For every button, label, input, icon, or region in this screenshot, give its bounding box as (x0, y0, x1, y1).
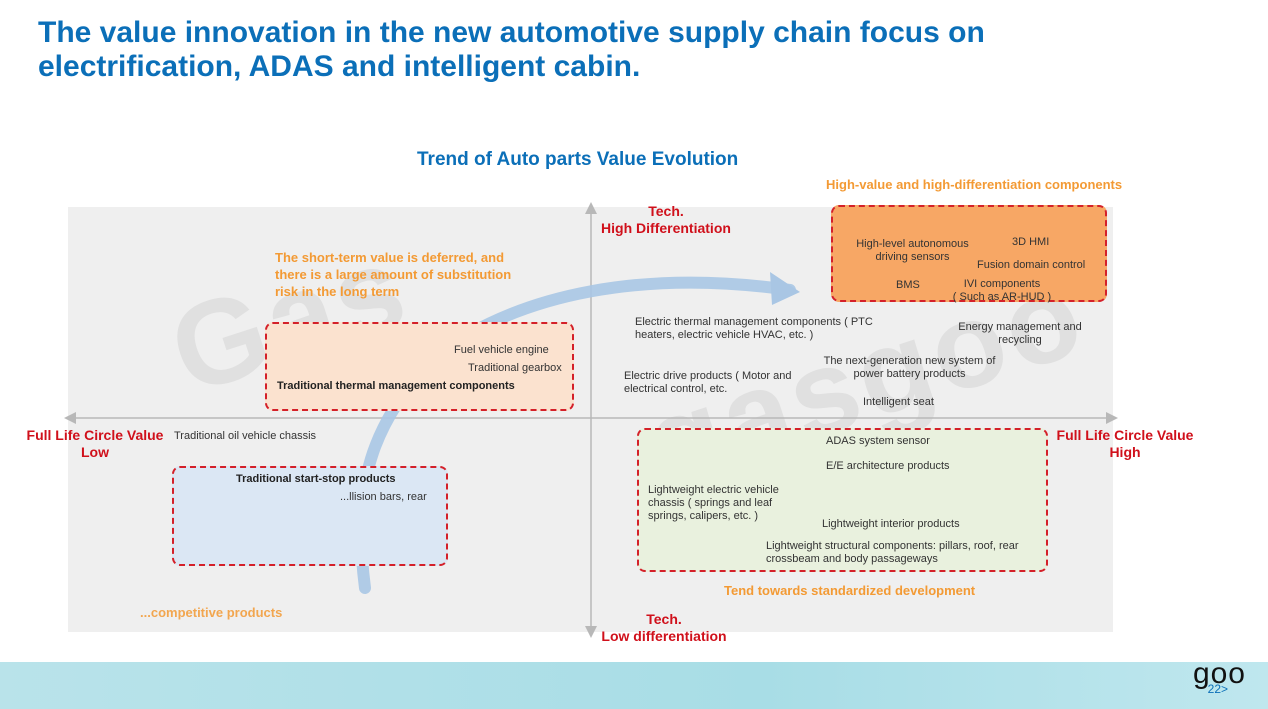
item-power-battery: The next-generation new system of power … (823, 355, 996, 380)
item-fusion-domain-control: Fusion domain control (977, 259, 1086, 271)
item-intelligent-seat: Intelligent seat (863, 396, 934, 408)
axis-label-bottom: Tech. Low differentiation (601, 611, 727, 644)
note-competitive-products: ...competitive products (140, 605, 283, 620)
item-ivi-components: IVI components ( Such as AR-HUD ) (952, 278, 1052, 303)
axis-label-left: Full Life Circle Value Low (26, 427, 164, 460)
item-3d-hmi: 3D HMI (1012, 236, 1050, 248)
slide-title: The value innovation in the new automoti… (38, 16, 985, 83)
item-traditional-gearbox: Traditional gearbox (468, 362, 562, 374)
item-ee-architecture: E/E architecture products (826, 460, 950, 472)
gasgoo-logo: goo (1192, 657, 1246, 690)
item-energy-management: Energy management and recycling (958, 321, 1082, 346)
item-oil-vehicle-chassis: Traditional oil vehicle chassis (174, 430, 317, 442)
item-autonomous-sensors: High-level autonomous driving sensors (856, 238, 969, 263)
high-value-box (831, 205, 1107, 302)
page-number: 22> (1207, 682, 1228, 696)
standardized-box (637, 428, 1048, 572)
value-migration-arrowhead (770, 272, 800, 305)
axis-label-top: Tech. High Differentiation (601, 203, 731, 236)
item-start-stop: Traditional start-stop products (236, 473, 396, 485)
note-high-value: High-value and high-differentiation comp… (826, 177, 1123, 192)
note-standardized: Tend towards standardized development (724, 583, 976, 598)
item-lightweight-interior: Lightweight interior products (822, 518, 960, 530)
item-collision-bars: ...llision bars, rear (340, 491, 427, 503)
item-lightweight-chassis: Lightweight electric vehicle chassis ( s… (648, 484, 779, 522)
item-lightweight-structural: Lightweight structural components: pilla… (766, 540, 1019, 565)
item-electric-drive: Electric drive products ( Motor and elec… (624, 370, 792, 395)
item-thermal-management: Traditional thermal management component… (277, 380, 515, 392)
item-fuel-engine: Fuel vehicle engine (454, 344, 549, 356)
item-electric-thermal: Electric thermal management components (… (635, 316, 873, 341)
footer-band (0, 662, 1268, 709)
traditional-components-box (265, 322, 574, 411)
note-short-term-value: The short-term value is deferred, and th… (275, 250, 512, 299)
item-adas-sensor: ADAS system sensor (826, 435, 930, 447)
chart-title: Trend of Auto parts Value Evolution (417, 149, 739, 170)
item-bms: BMS (896, 279, 920, 291)
start-stop-box (172, 466, 448, 566)
axis-label-right: Full Life Circle Value High (1056, 427, 1194, 460)
